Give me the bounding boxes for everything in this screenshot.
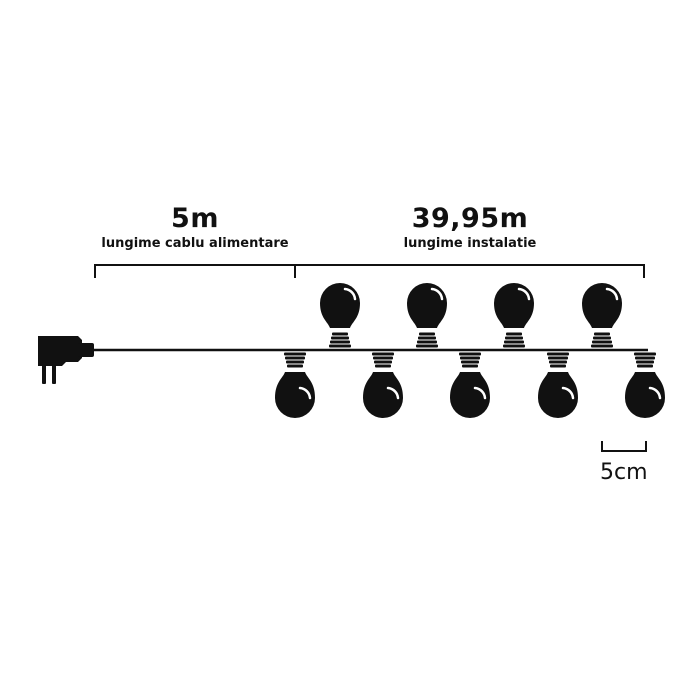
light-bulb-icon [538, 352, 578, 418]
bulbs-group [275, 283, 665, 418]
light-bulb-icon [363, 352, 403, 418]
bulb-spacing-label: 5cm [600, 460, 648, 485]
installation-length-bracket [294, 264, 645, 278]
light-bulb-icon [320, 283, 360, 348]
installation-length-caption: lungime instalatie [403, 236, 537, 251]
bulb-spacing-bracket [601, 441, 647, 452]
light-bulb-icon [625, 352, 665, 418]
power-plug-icon [38, 336, 94, 384]
cable-length-caption: lungime cablu alimentare [101, 236, 289, 251]
cable-length-bracket [94, 264, 296, 278]
light-bulb-icon [407, 283, 447, 348]
light-bulb-icon [275, 352, 315, 418]
light-bulb-icon [450, 352, 490, 418]
installation-length-value: 39,95m [411, 203, 529, 234]
light-bulb-icon [494, 283, 534, 348]
cable-length-value: 5m [171, 203, 219, 234]
light-bulb-icon [582, 283, 622, 348]
